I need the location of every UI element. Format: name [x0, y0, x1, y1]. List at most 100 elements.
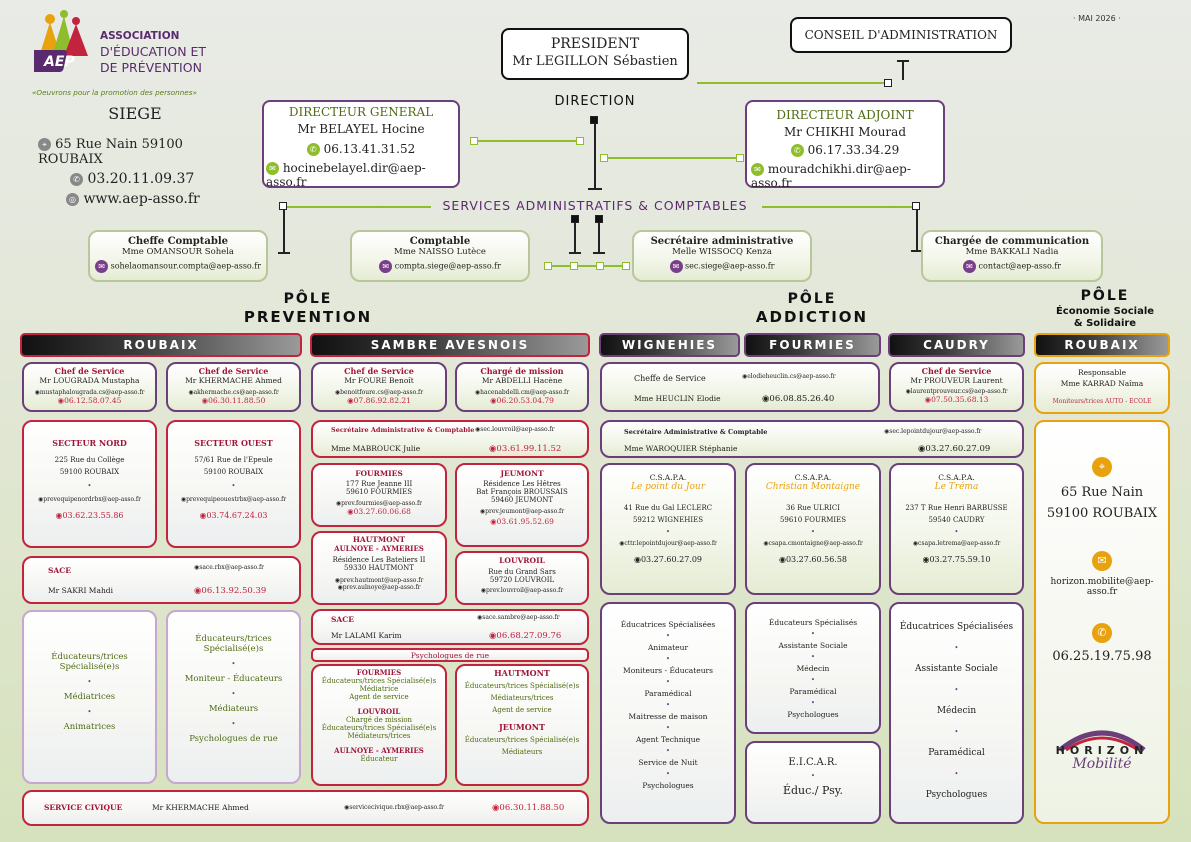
csapa-address: 36 Rue ULRICI [786, 504, 840, 512]
eco-resp: Responsable Mme KARRAD Naîma Moniteurs/t… [1034, 362, 1170, 414]
sec-name: Mme WAROQUIER Stéphanie [624, 444, 738, 453]
tab-roubaix[interactable]: ROUBAIX [20, 333, 302, 357]
site-email[interactable]: ◉prev.louvroil@aep-asso.fr [480, 587, 564, 594]
dot: • [810, 676, 816, 684]
admin-email[interactable]: ✉ contact@aep-asso.fr [923, 260, 1101, 273]
dot: • [231, 690, 236, 698]
site-email[interactable]: ◉prev.hautmont@aep-asso.fr [334, 577, 424, 584]
tab-fourmies[interactable]: FOURMIES [744, 333, 881, 357]
sector-email[interactable]: ◉prevequipeouestrbx@aep-asso.fr [180, 496, 287, 503]
connector [593, 252, 605, 254]
dg-box: DIRECTEUR GENERAL Mr BELAYEL Hocine ✆ 06… [262, 100, 460, 189]
roubaix-sace: SACE Mr SAKRI Mahdi ◉sace.rbx@aep-asso.f… [22, 556, 301, 604]
connector [478, 140, 578, 142]
conseil-title: CONSEIL D'ADMINISTRATION [804, 28, 998, 42]
cm-phone: ◉06.20.53.04.79 [490, 396, 554, 405]
staff-item: Éducateurs/trices Spécialisé(e)s [321, 724, 437, 732]
admin-card: Comptable Mme NAISSO Lutèce ✉ compta.sie… [350, 230, 530, 282]
cs-title: Cheffe de Service [634, 374, 706, 383]
cs-email[interactable]: ◉laurentprouveur.cs@aep-asso.fr [905, 388, 1008, 395]
admin-email[interactable]: ✉ compta.siege@aep-asso.fr [352, 260, 528, 273]
sec-email[interactable]: ◉sec.louvroil@aep-asso.fr [475, 426, 555, 433]
da-email[interactable]: ✉ mouradchikhi.dir@aep-asso.fr [751, 162, 911, 190]
email-icon: ✉ [1092, 550, 1112, 571]
admin-email[interactable]: ✉ sohelaomansour.compta@aep-asso.fr [90, 260, 266, 273]
cm-email[interactable]: ◉hacenabdelli.cm@aep-asso.fr [474, 389, 570, 396]
staff-item: Moniteurs - Éducateurs [623, 666, 713, 675]
admin-title: Cheffe Comptable [127, 236, 229, 247]
connector-node [570, 262, 578, 270]
cm-title: Chargé de mission [480, 366, 564, 376]
csapa-email[interactable]: ◉cttr.lepointdujour@aep-asso.fr [619, 540, 717, 547]
sector-email[interactable]: ◉prevequipenordrbx@aep-asso.fr [38, 496, 141, 503]
tab-caudry[interactable]: CAUDRY [888, 333, 1025, 357]
cs-phone: ◉06.30.11.88.50 [201, 396, 266, 405]
phone-icon: ✆ [790, 144, 804, 157]
site-address: 59610 FOURMIES [345, 488, 413, 496]
eicar-sub: Éduc./ Psy. [782, 784, 844, 797]
sambre-fourmies: FOURMIES 177 Rue Jeanne III 59610 FOURMI… [311, 463, 447, 527]
dot: • [954, 770, 959, 778]
site-email[interactable]: ◉prev.jeumont@aep-asso.fr [479, 508, 565, 515]
sambre-jeumont: JEUMONT Résidence Les Hêtres Bat Françoi… [455, 463, 589, 547]
staff-item: Éducatrices Spécialisées [899, 622, 1014, 632]
csapa-email[interactable]: ◉csapa.cmontaigne@aep-asso.fr [763, 540, 863, 547]
csapa-caudry: C.S.A.P.A. Le Tréma 237 T Rue Henri BARB… [889, 463, 1024, 595]
civique-name: Mr KHERMACHE Ahmed [152, 803, 249, 812]
csapa-phone: ◉03.27.75.59.10 [922, 555, 991, 564]
services-title: SERVICES ADMINISTRATIFS & COMPTABLES [442, 198, 748, 213]
siege-address: ⌖ 65 Rue Nain 59100 ROUBAIX [38, 137, 183, 167]
csapa-email[interactable]: ◉csapa.letrema@aep-asso.fr [912, 540, 1001, 547]
conseil-box: CONSEIL D'ADMINISTRATION [790, 17, 1012, 53]
cs-email[interactable]: ◉benoitfoure.cs@aep-asso.fr [334, 389, 424, 396]
site-title: AULNOYE - AYMERIES [334, 544, 424, 553]
staff-item: Médiateurs [208, 704, 259, 714]
staff-item: Animatrices [63, 722, 116, 732]
site-title: FOURMIES [356, 668, 402, 677]
site-email[interactable]: ◉prev.fourmies@aep-asso.fr [335, 500, 423, 507]
staff-item: Éducateurs/trices Spécialisé(e)s [464, 736, 580, 744]
horizon-logo: HORIZON Mobilité [1052, 722, 1152, 778]
cs-email[interactable]: ◉elodieheuclin.cs@aep-asso.fr [742, 373, 836, 380]
sace-name: Mr LALAMI Karim [331, 631, 402, 640]
connector [608, 157, 738, 159]
sec-phone: ◉03.61.99.11.52 [489, 444, 562, 454]
cs-title: Chef de Service [921, 366, 992, 376]
eco-email[interactable]: horizon.mobilite@aep-asso.fr [1050, 576, 1154, 597]
site-title: JEUMONT [500, 469, 544, 478]
admin-email[interactable]: ✉ sec.siege@aep-asso.fr [634, 260, 810, 273]
cs-email[interactable]: ◉akhermache.cs@aep-asso.fr [188, 389, 279, 396]
admin-title: Comptable [409, 236, 471, 247]
eco-address: 59100 ROUBAIX [1046, 505, 1158, 521]
sector-address: 59100 ROUBAIX [59, 468, 120, 476]
sector-title: SECTEUR NORD [52, 438, 127, 448]
admin-name: Mme OMANSOUR Sohela [121, 247, 235, 257]
tab-wignehies[interactable]: WIGNEHIES [599, 333, 740, 357]
civique-phone: ◉06.30.11.88.50 [492, 803, 565, 813]
sec-email[interactable]: ◉sec.lepointdujour@aep-asso.fr [884, 428, 982, 435]
eco-info: ⌖ 65 Rue Nain 59100 ROUBAIX ✉ horizon.mo… [1034, 420, 1170, 824]
siege-web[interactable]: ◎ www.aep-asso.fr [30, 191, 240, 207]
connector [697, 82, 887, 84]
civique-email[interactable]: ◉servicecivique.rbx@aep-asso.fr [344, 804, 445, 811]
tab-sambre[interactable]: SAMBRE AVESNOIS [310, 333, 590, 357]
site-address: 59330 HAUTMONT [344, 564, 414, 572]
location-pin-icon: ⌖ [38, 138, 51, 151]
staff-item: Paramédical [644, 689, 692, 698]
sace-email[interactable]: ◉sace.rbx@aep-asso.fr [194, 564, 265, 571]
dg-email[interactable]: ✉ hocinebelayel.dir@aep-asso.fr [266, 161, 426, 189]
sace-email[interactable]: ◉sace.sambre@aep-asso.fr [477, 614, 560, 621]
csapa-address: 237 T Rue Henri BARBUSSE [905, 504, 1008, 512]
roubaix-staff1: Éducateurs/trices Spécialisé(e)s • Média… [22, 610, 157, 784]
csapa-name: Christian Montaigne [765, 482, 861, 492]
cs-email[interactable]: ◉mustaphalougrada.cs@aep-asso.fr [34, 389, 145, 396]
eco-phone: 06.25.19.75.98 [1052, 648, 1152, 664]
site-email[interactable]: ◉prev.aulnoye@aep-asso.fr [337, 584, 421, 591]
caudry-cs: Chef de Service Mr PROUVEUR Laurent ◉lau… [889, 362, 1024, 412]
dot: • [665, 632, 671, 640]
connector-node [279, 202, 287, 210]
connector [569, 252, 581, 254]
sambre-right-staff: HAUTMONT Éducateurs/trices Spécialisé(e)… [455, 664, 589, 786]
csapa-name: Le point du Jour [630, 482, 706, 492]
tab-roubaix-eco[interactable]: ROUBAIX [1034, 333, 1170, 357]
